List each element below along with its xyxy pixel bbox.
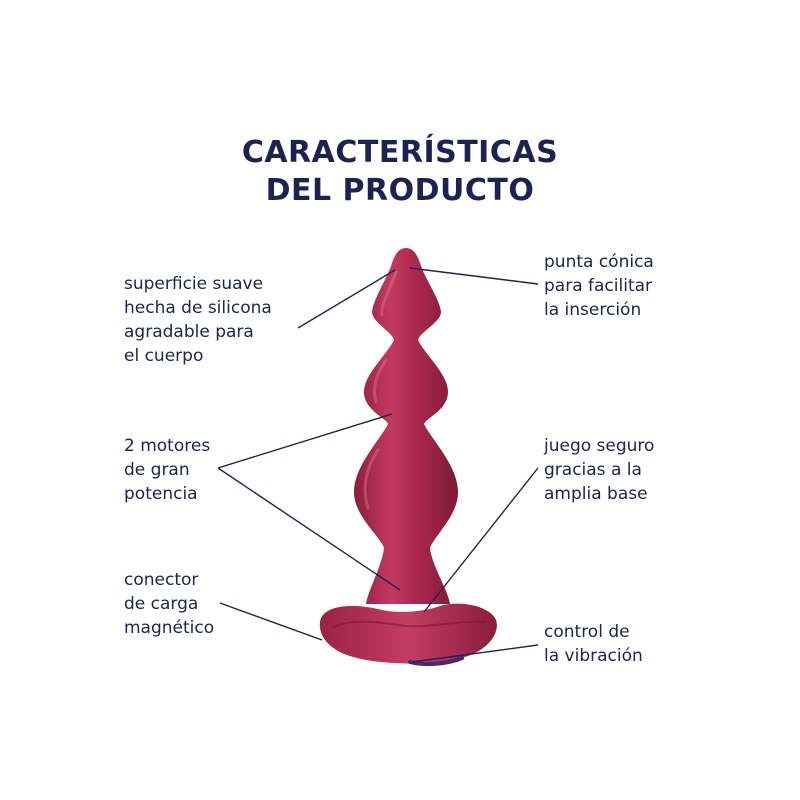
leader-line-vibration [411, 644, 539, 663]
callout-tip-line: punta cónica [544, 252, 654, 272]
callout-connector-line: de carga [124, 594, 199, 614]
leader-line-surface [297, 269, 396, 329]
product-highlight [372, 358, 388, 404]
leader-line-motor-lower [217, 467, 401, 591]
callout-surface-line: el cuerpo [124, 346, 204, 366]
leader-line-motor-upper [217, 413, 393, 469]
callout-connector: conector de carga magnético [124, 568, 214, 640]
callout-tip: punta cónica para facilitar la inserción [544, 250, 654, 322]
callout-motors: 2 motores de gran potencia [124, 434, 210, 506]
product-highlight [363, 448, 380, 510]
callout-motors-line: potencia [124, 484, 198, 504]
callout-surface-line: hecha de silicona [124, 298, 272, 318]
callout-connector-line: magnético [124, 618, 215, 638]
product-highlight [380, 270, 398, 317]
callout-motors-line: 2 motores [124, 436, 211, 456]
callout-vibration-line: control de [544, 622, 630, 642]
callout-tip-line: para facilitar [544, 276, 653, 296]
control-button [408, 656, 464, 667]
product-body [354, 248, 458, 604]
leader-line-base [423, 467, 539, 613]
product-base [319, 603, 497, 664]
callout-base-line: amplia base [544, 484, 648, 504]
leader-line-tip [409, 267, 539, 285]
callout-vibration: control de la vibración [544, 620, 643, 668]
callout-surface-line: agradable para [124, 322, 254, 342]
callout-base: juego seguro gracias a la amplia base [544, 434, 654, 506]
callout-surface: superficie suave hecha de silicona agrad… [124, 272, 272, 368]
callout-base-line: gracias a la [544, 460, 642, 480]
callout-motors-line: de gran [124, 460, 190, 480]
title-line-1: CARACTERÍSTICAS [241, 135, 559, 170]
callout-surface-line: superficie suave [124, 274, 264, 294]
callout-connector-line: conector [124, 570, 199, 590]
callout-base-line: juego seguro [544, 436, 655, 456]
callout-vibration-line: la vibración [544, 646, 643, 666]
page-title: CARACTERÍSTICAS DEL PRODUCTO [0, 134, 800, 210]
leader-line-connector [219, 602, 323, 641]
callout-tip-line: la inserción [544, 300, 642, 320]
title-line-2: DEL PRODUCTO [265, 173, 535, 208]
product-base-rim [331, 620, 487, 629]
